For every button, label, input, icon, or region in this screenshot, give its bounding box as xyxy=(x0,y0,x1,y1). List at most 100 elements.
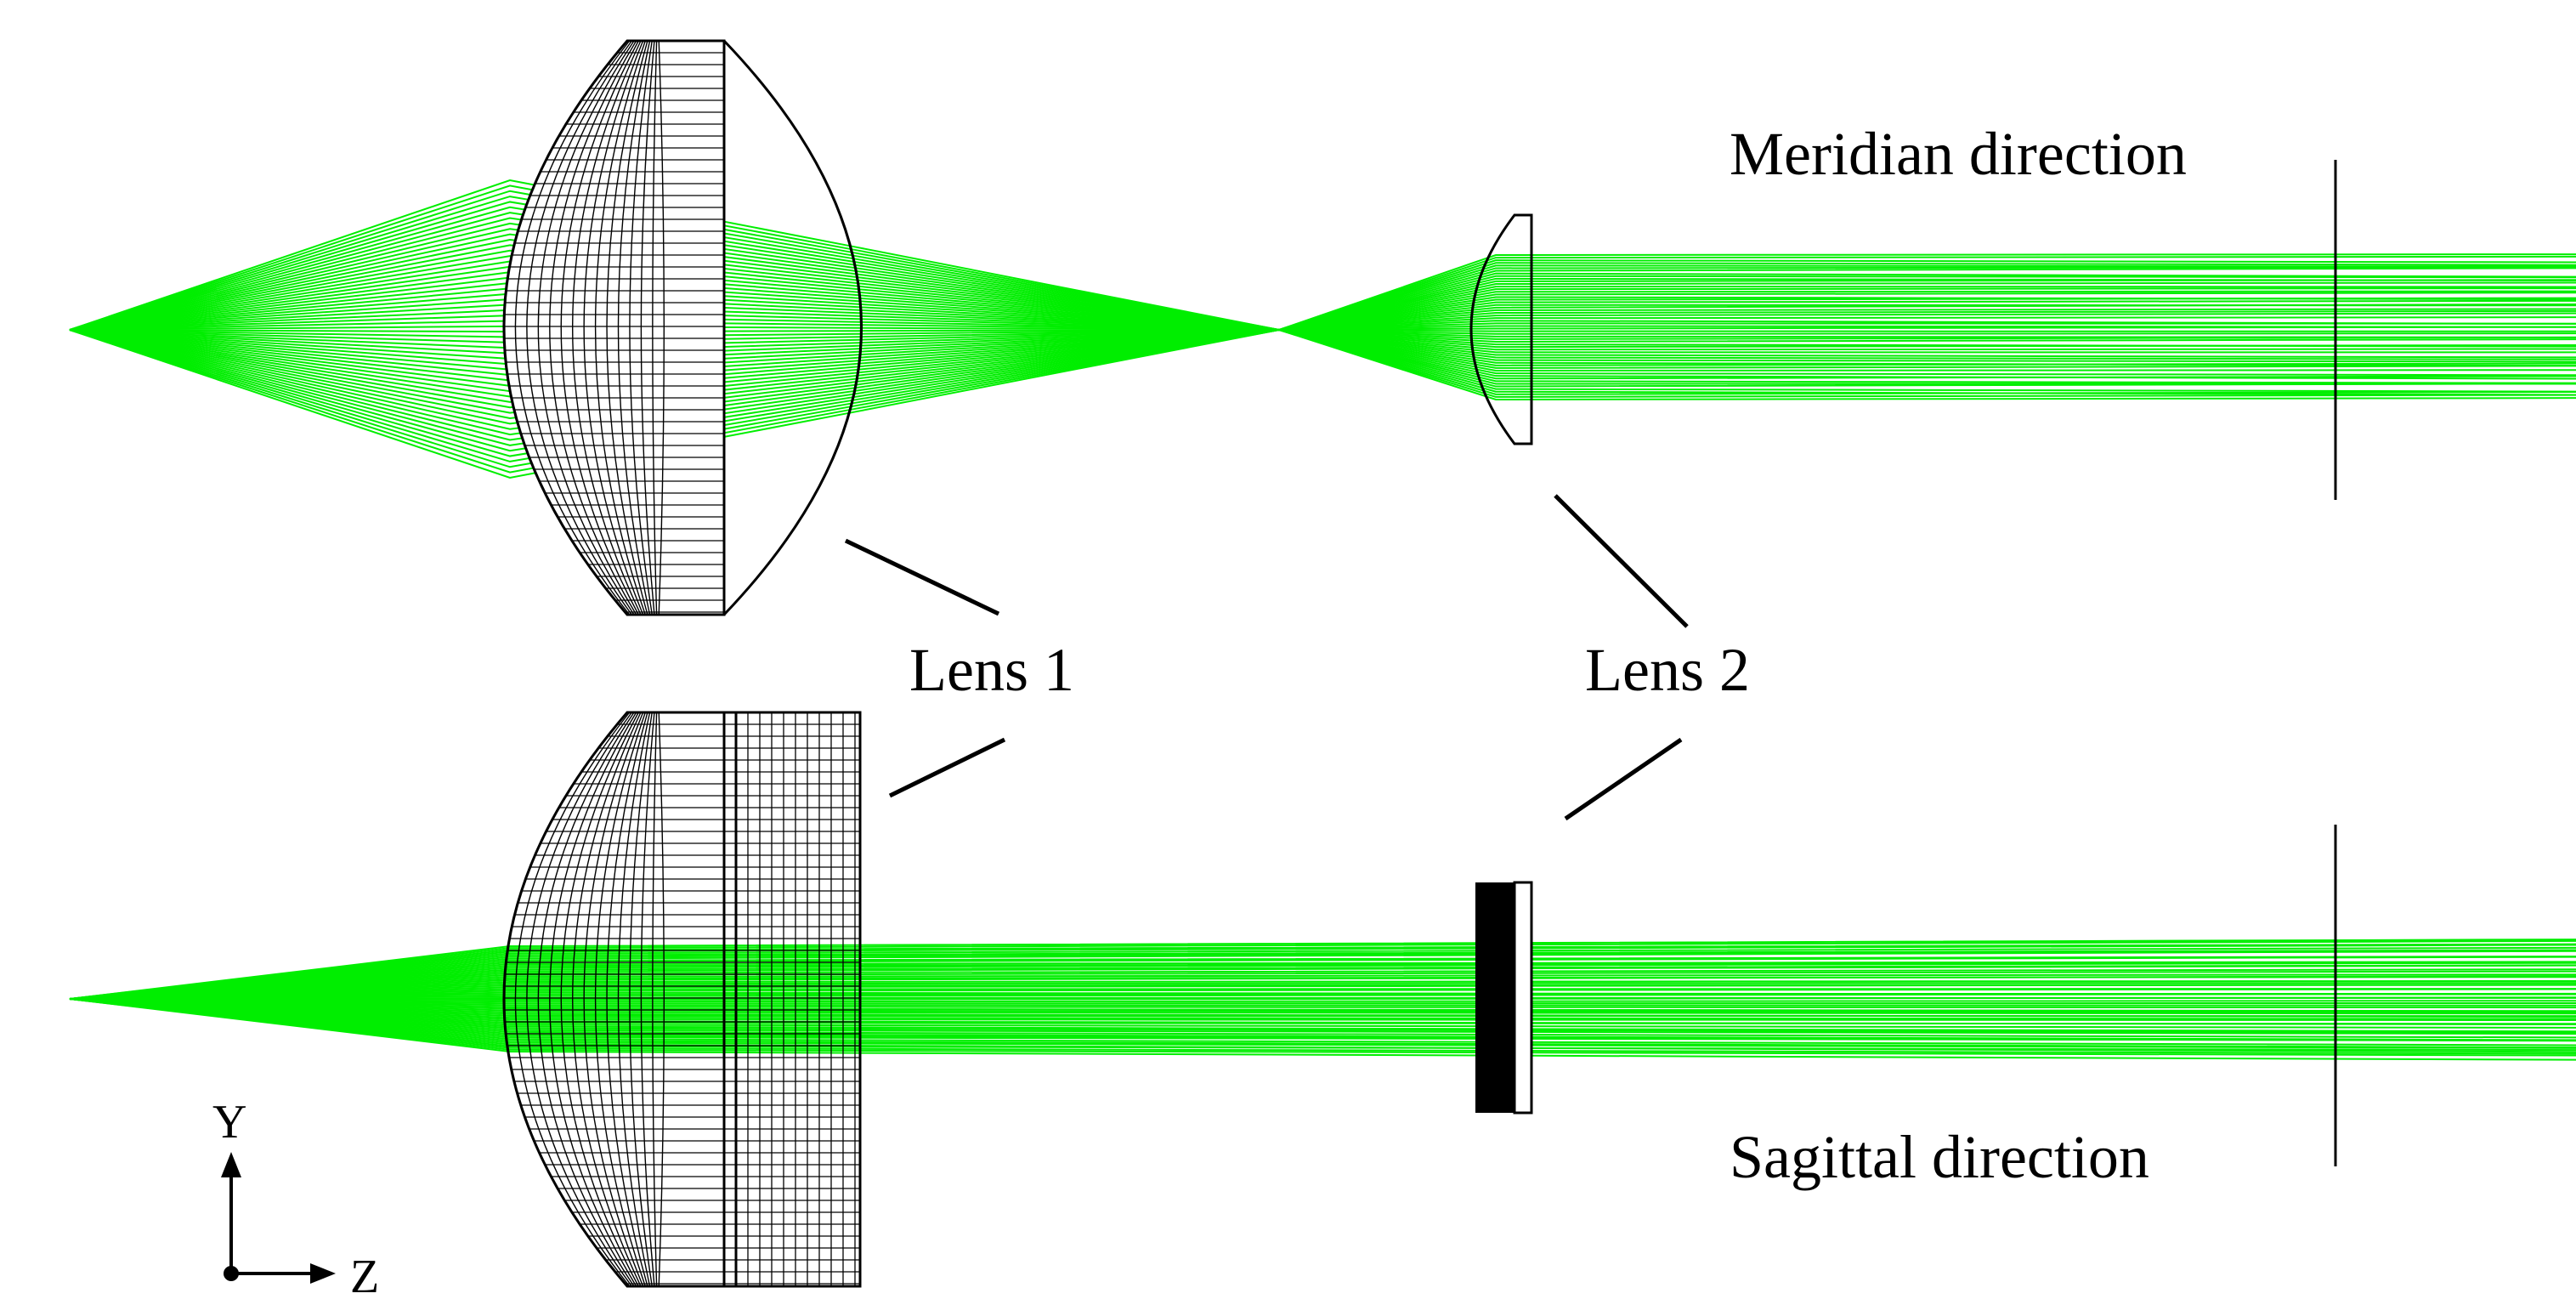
meridian-ray xyxy=(69,320,2576,332)
meridian-rays xyxy=(69,179,2576,479)
sagittal-rays xyxy=(69,939,2576,1061)
meridian-lens-2 xyxy=(1469,213,1533,445)
meridian-ray xyxy=(69,328,2576,430)
meridian-ray xyxy=(69,184,2576,332)
lens-1-label: Lens 1 xyxy=(909,636,1074,704)
meridian-ray xyxy=(69,328,2576,452)
meridian-ray xyxy=(69,328,2576,468)
meridian-ray xyxy=(69,255,2576,332)
meridian-ray xyxy=(69,328,2576,398)
sagittal-lens-1-hatch-curve xyxy=(617,712,651,1287)
y-axis-arrowhead xyxy=(221,1152,241,1177)
sagittal-lens-1-hatch-curve xyxy=(658,712,665,1287)
meridian-lens-1-hatch-curve xyxy=(560,40,639,615)
meridian-ray xyxy=(69,222,2576,332)
sagittal-lens-1-hatch-curve xyxy=(526,712,632,1287)
meridian-ray xyxy=(69,328,2576,403)
meridian-ray xyxy=(69,303,2576,332)
sagittal-lens-1-hatch-curve xyxy=(514,712,631,1287)
meridian-view xyxy=(69,39,2576,616)
meridian-ray xyxy=(69,298,2576,332)
sagittal-lens-1-hatch-curve xyxy=(640,712,655,1287)
meridian-ray xyxy=(69,206,2576,332)
meridian-ray xyxy=(69,328,2576,479)
meridian-lens-1-hatch-curve xyxy=(537,40,635,615)
meridian-ray xyxy=(69,260,2576,332)
sagittal-lens-1-hatch-curve xyxy=(652,712,658,1287)
meridian-ray xyxy=(69,328,2576,446)
sagittal-lens-1-hatch-curve xyxy=(583,712,644,1287)
meridian-lens-1-hatch-curve xyxy=(514,40,631,615)
z-axis-arrowhead xyxy=(310,1263,336,1284)
meridian-ray xyxy=(69,244,2576,332)
meridian-ray xyxy=(69,328,2576,441)
sagittal-lens-1-hatch-curve xyxy=(606,712,648,1287)
lens-2-label: Lens 2 xyxy=(1585,636,1750,704)
meridian-ray xyxy=(69,328,2576,382)
meridian-ray xyxy=(69,238,2576,332)
meridian-ray xyxy=(69,325,2576,332)
sagittal-lens-1-curved-part xyxy=(502,711,726,1288)
meridian-lens-1-hatch-curve xyxy=(583,40,644,615)
lens-2-callout-upper xyxy=(1554,494,1689,628)
meridian-ray xyxy=(69,328,2576,420)
sagittal-ray xyxy=(69,998,2576,1061)
sagittal-lens-1-hatch-curve xyxy=(560,712,639,1287)
meridian-lens-1-convex-face xyxy=(722,39,863,616)
lens-1-callout-upper xyxy=(844,538,1000,616)
meridian-lens-1-hatch-curve xyxy=(572,40,642,615)
meridian-ray xyxy=(69,179,2576,332)
meridian-ray xyxy=(69,271,2576,332)
meridian-ray xyxy=(69,265,2576,332)
meridian-ray xyxy=(69,281,2576,332)
meridian-ray xyxy=(69,328,2576,393)
meridian-ray xyxy=(69,326,2576,333)
meridian-ray xyxy=(69,328,2576,371)
meridian-ray xyxy=(69,328,2576,425)
sagittal-lens-1-hatch-curve xyxy=(572,712,642,1287)
meridian-direction-label: Meridian direction xyxy=(1730,120,2187,188)
meridian-ray xyxy=(69,233,2576,332)
meridian-ray xyxy=(69,201,2576,332)
sagittal-view xyxy=(69,711,2576,1288)
meridian-lens-1-hatch-curve xyxy=(652,40,658,615)
lens-1-callout-lower xyxy=(888,737,1006,798)
meridian-ray xyxy=(69,328,2576,366)
meridian-ray xyxy=(69,328,2576,409)
sagittal-lens-2-body xyxy=(1475,882,1514,1113)
meridian-lens-2-body xyxy=(1469,213,1533,445)
z-axis-label: Z xyxy=(350,1251,379,1303)
sagittal-lens-2 xyxy=(1475,881,1533,1115)
meridian-ray xyxy=(69,217,2576,332)
meridian-lens-1-hatch-curve xyxy=(606,40,648,615)
meridian-ray xyxy=(69,196,2576,332)
meridian-ray xyxy=(69,328,2576,414)
sagittal-lens-2-edge xyxy=(1513,881,1533,1115)
meridian-ray xyxy=(69,328,2576,377)
meridian-ray xyxy=(69,328,2576,338)
callout-lines xyxy=(844,494,1689,821)
meridian-ray xyxy=(69,328,2576,355)
meridian-ray xyxy=(69,328,2576,387)
meridian-lens-1-hatch-curve xyxy=(594,40,646,615)
meridian-lens-1-hatch-curve xyxy=(526,40,632,615)
meridian-lens-1-hatch-curve xyxy=(617,40,651,615)
meridian-ray xyxy=(69,212,2576,332)
sagittal-lens-1-grid xyxy=(724,712,860,1286)
meridian-ray xyxy=(69,276,2576,332)
meridian-lens-1-hatch-curve xyxy=(549,40,637,615)
meridian-ray xyxy=(69,309,2576,332)
meridian-ray xyxy=(69,328,2576,462)
sagittal-lens-1-hatch xyxy=(504,712,724,1287)
axes-origin xyxy=(224,1266,239,1281)
sagittal-lens-1-hatch-curve xyxy=(549,712,637,1287)
meridian-ray xyxy=(69,228,2576,332)
meridian-ray xyxy=(69,249,2576,332)
meridian-ray xyxy=(69,292,2576,332)
coordinate-axes-icon: Y Z xyxy=(212,1096,379,1303)
y-axis-label: Y xyxy=(212,1096,246,1149)
meridian-ray xyxy=(69,328,2576,360)
meridian-lens-1-body xyxy=(502,39,726,616)
sagittal-lens-1-hatch-curve xyxy=(594,712,646,1287)
